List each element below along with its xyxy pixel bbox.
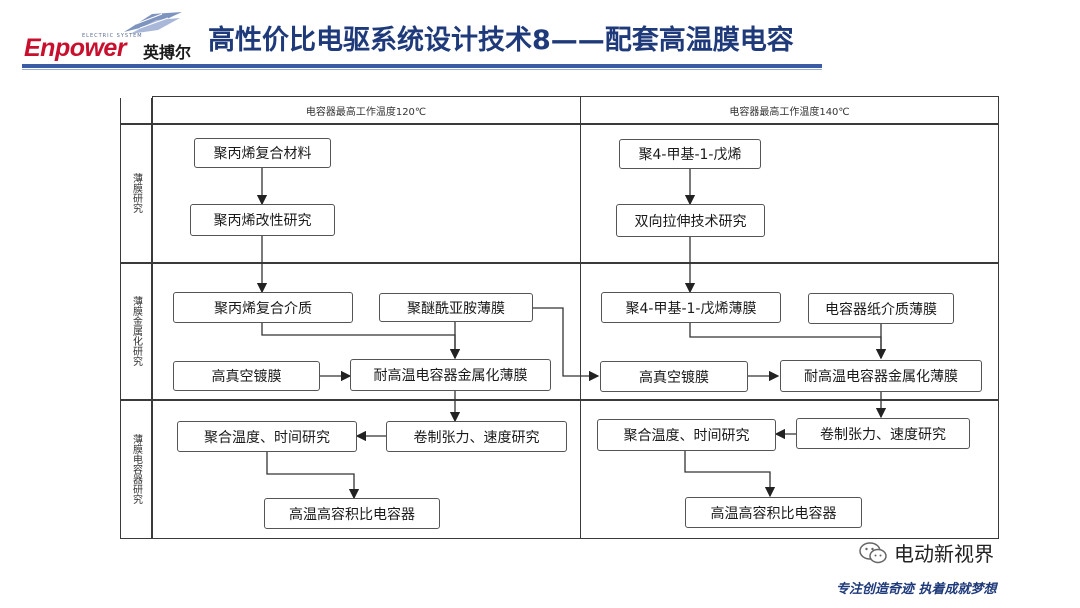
node-pp-modification-research: 聚丙烯改性研究 (190, 204, 335, 236)
grid-line (120, 123, 999, 125)
column-header-140c: 电容器最高工作温度140℃ (729, 106, 850, 118)
slide-title: 高性价比电驱系统设计技术8——配套高温膜电容 (208, 25, 794, 56)
node-metallized-film: 耐高温电容器金属化薄膜 (350, 359, 551, 391)
wechat-account-name: 电动新视界 (894, 542, 994, 566)
node-pmp: 聚4-甲基-1-戊烯 (619, 139, 761, 169)
column-header-120c: 电容器最高工作温度120℃ (305, 106, 427, 118)
logo-mark-icon (124, 12, 182, 34)
node-pp-composite-medium: 聚丙烯复合介质 (173, 292, 353, 323)
logo-wordmark: Enpower (24, 34, 127, 62)
arrow (533, 307, 600, 382)
node-pp-composite-material: 聚丙烯复合材料 (194, 138, 331, 168)
title-underline (22, 64, 822, 68)
wechat-watermark: 电动新视界 (858, 538, 994, 567)
row-label-metallization: 薄膜金属化研究 (130, 296, 142, 366)
arrow (689, 323, 887, 360)
company-logo: ELECTRIC SYSTEM Enpower 英搏尔 (22, 10, 202, 62)
arrow (684, 451, 776, 498)
node-high-vacuum-coating: 高真空镀膜 (600, 361, 748, 392)
grid-line (120, 399, 999, 401)
node-winding-research: 卷制张力、速度研究 (386, 421, 567, 452)
logo-chinese-name: 英搏尔 (143, 43, 192, 62)
row-label-film: 薄膜研究 (130, 173, 142, 213)
node-high-temp-capacitor: 高温高容积比电容器 (264, 498, 440, 529)
row-label-capacitor: 薄膜电容器研究 (130, 434, 142, 504)
arrow (261, 323, 461, 360)
grid-line (120, 262, 999, 264)
node-pmp-film: 聚4-甲基-1-戊烯薄膜 (601, 292, 781, 323)
node-polymerization-research: 聚合温度、时间研究 (597, 419, 776, 451)
arrow (266, 452, 360, 500)
company-slogan: 专注创造奇迹 执着成就梦想 (836, 582, 997, 597)
node-high-temp-capacitor: 高温高容积比电容器 (685, 497, 862, 528)
node-winding-research: 卷制张力、速度研究 (796, 418, 970, 449)
node-pei-film: 聚醚酰亚胺薄膜 (379, 293, 533, 322)
wechat-icon (859, 541, 887, 563)
title-underline-thin (22, 69, 822, 70)
node-high-vacuum-coating: 高真空镀膜 (173, 361, 320, 391)
node-biaxial-stretch-research: 双向拉伸技术研究 (616, 204, 765, 237)
grid-line (151, 96, 153, 539)
node-paper-dielectric-film: 电容器纸介质薄膜 (808, 293, 954, 324)
logo-subtitle: ELECTRIC SYSTEM (82, 33, 143, 39)
node-polymerization-research: 聚合温度、时间研究 (177, 421, 357, 452)
grid-line (120, 96, 152, 98)
node-metallized-film: 耐高温电容器金属化薄膜 (780, 360, 982, 392)
